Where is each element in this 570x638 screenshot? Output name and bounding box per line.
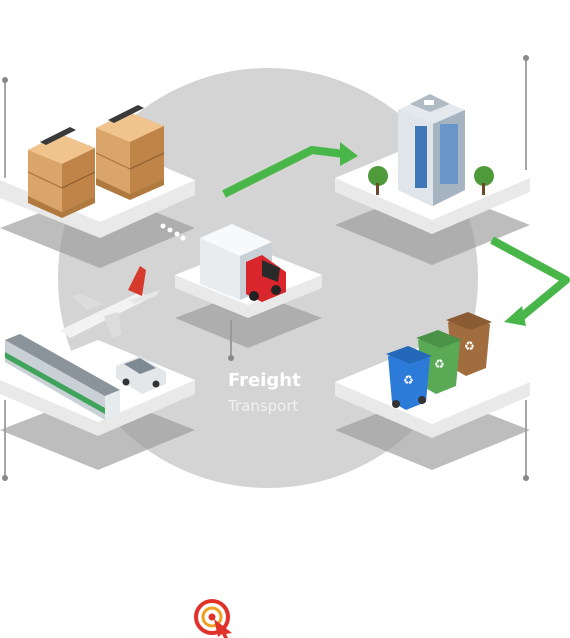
svg-text:♻: ♻ xyxy=(434,357,445,371)
target-logo-icon xyxy=(194,599,232,638)
arrow-warehouse-to-office xyxy=(222,146,345,198)
arrow-office-to-recycling xyxy=(490,236,570,322)
svg-text:♻: ♻ xyxy=(464,339,475,353)
hub-subtitle: Transport xyxy=(228,397,299,415)
pallet-boxes-icon xyxy=(27,105,165,218)
flow-arrows xyxy=(222,142,570,326)
hub-title: Freight xyxy=(228,370,301,391)
recycling-bins-icon: ♻ ♻ ♻ xyxy=(386,312,492,410)
dots-connector xyxy=(160,223,186,241)
tree-icons xyxy=(368,166,494,195)
svg-text:♻: ♻ xyxy=(403,373,414,387)
plane-train-car-icon xyxy=(5,266,166,420)
delivery-truck-icon xyxy=(200,224,286,302)
office-building-icon xyxy=(398,94,465,206)
